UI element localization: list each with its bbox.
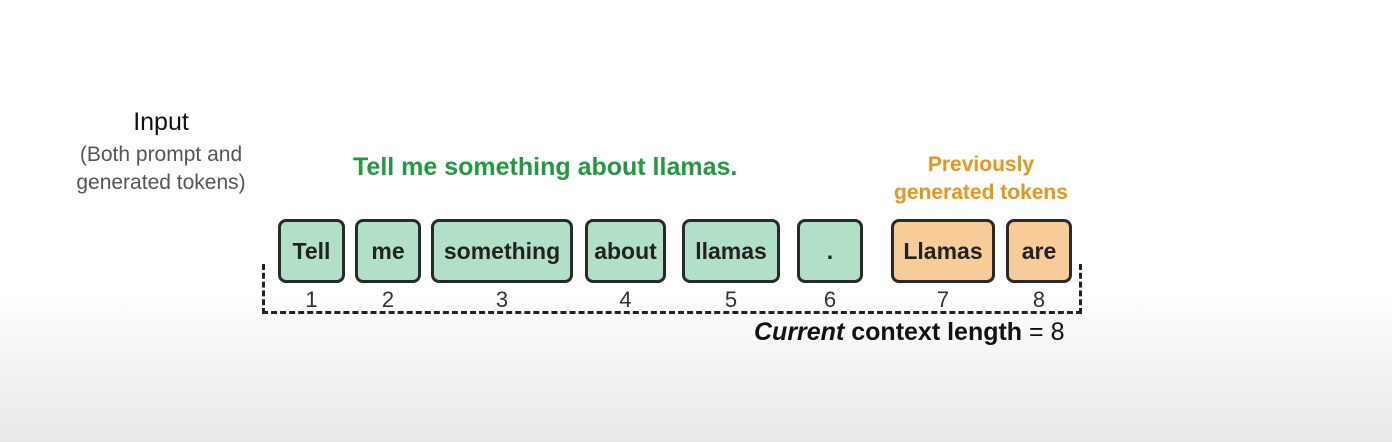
- context-window-bracket: [262, 264, 1082, 314]
- token-2: me: [355, 219, 421, 283]
- token-3: something: [431, 219, 573, 283]
- token-1: Tell: [278, 219, 345, 283]
- token-6: .: [797, 219, 863, 283]
- context-length-label: Current context length = 8: [754, 318, 1065, 347]
- previously-generated-label: Previously generated tokens: [870, 151, 1092, 207]
- input-subtitle-line1: (Both prompt and: [79, 143, 243, 166]
- token-position-1: 1: [305, 287, 318, 312]
- input-subtitle-line2: generated tokens): [76, 171, 246, 194]
- token-position-5: 5: [724, 287, 738, 312]
- token-position-7: 7: [936, 287, 950, 312]
- token-4: about: [585, 219, 666, 283]
- input-subtitle: (Both prompt and generated tokens): [50, 141, 272, 197]
- context-label-current: Current: [754, 318, 845, 346]
- token-7: Llamas: [891, 219, 995, 283]
- context-label-rest: context length: [844, 318, 1023, 346]
- token-position-8: 8: [1032, 287, 1046, 312]
- previously-generated-line2: generated tokens: [894, 181, 1068, 204]
- input-title: Input: [133, 108, 189, 136]
- token-position-2: 2: [381, 287, 395, 312]
- token-8: are: [1006, 219, 1072, 283]
- context-label-value: = 8: [1022, 318, 1065, 346]
- token-5: llamas: [682, 219, 780, 283]
- token-position-4: 4: [619, 287, 632, 312]
- previously-generated-line1: Previously: [927, 153, 1035, 176]
- token-position-3: 3: [495, 287, 509, 312]
- token-position-6: 6: [823, 287, 837, 312]
- prompt-text: Tell me something about llamas.: [353, 153, 738, 181]
